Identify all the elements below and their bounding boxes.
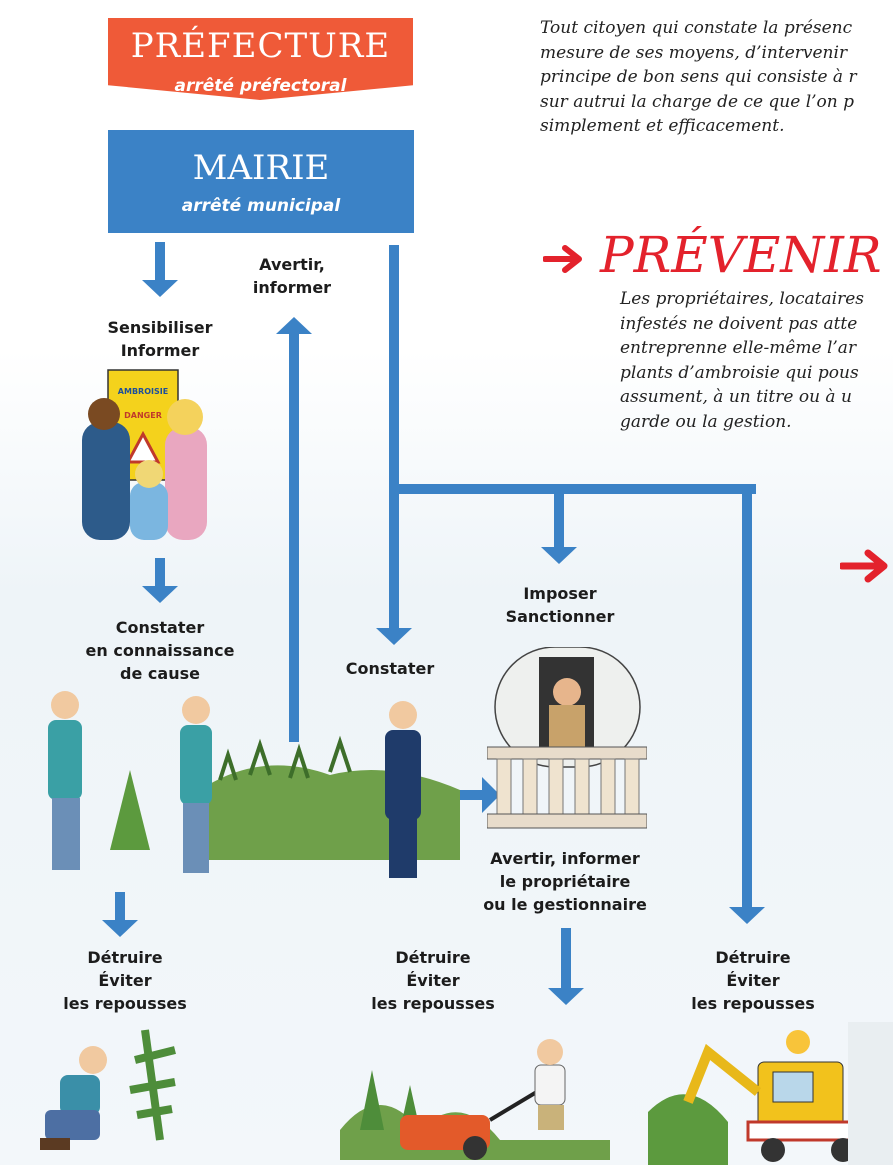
section-line: infestés ne doivent pas atte xyxy=(620,313,858,334)
label-line: le propriétaire xyxy=(499,872,631,891)
poster-word: AMBROISIE xyxy=(118,387,168,396)
arrow-shaft xyxy=(155,558,165,588)
label-line: Éviter xyxy=(726,971,780,990)
mairie-subtitle: arrêté municipal xyxy=(181,196,341,216)
gardener-illustration xyxy=(40,1029,176,1150)
section-line: Les propriétaires, locataires xyxy=(620,289,864,309)
section-line: garde ou la gestion. xyxy=(620,411,792,432)
arrow-shaft xyxy=(554,489,564,549)
arrow-head-down xyxy=(548,988,584,1005)
observers-field-illustration xyxy=(48,691,460,878)
label-line: Éviter xyxy=(98,971,152,990)
label-line: Imposer xyxy=(523,584,597,603)
arrow-head-down xyxy=(142,586,178,603)
poster-readers-illustration: AMBROISIE DANGER xyxy=(82,369,207,540)
arrow-shaft xyxy=(155,242,165,282)
prefecture-title: PRÉFECTURE xyxy=(130,26,391,66)
label-line: les repousses xyxy=(371,994,495,1013)
prefecture-subtitle: arrêté préfectoral xyxy=(174,76,347,96)
arrow-shaft xyxy=(389,245,399,630)
arrow-head-up xyxy=(276,317,312,334)
balcony-mayor-illustration xyxy=(487,647,647,829)
label-line: Éviter xyxy=(406,971,460,990)
label-avertir-informer: Avertir, informer xyxy=(232,253,352,299)
section-line: assument, à un titre ou à u xyxy=(620,387,852,407)
arrow-shaft xyxy=(742,489,752,909)
arrow-head-right xyxy=(482,777,500,813)
mairie-box xyxy=(108,130,414,233)
label-line: les repousses xyxy=(63,994,187,1013)
red-arrow-icon xyxy=(543,245,582,273)
arrow-shaft xyxy=(115,892,125,922)
label-line: Sensibiliser xyxy=(107,318,213,337)
label-sensibiliser: Sensibiliser Informer xyxy=(85,316,235,362)
arrow-head-down xyxy=(541,547,577,564)
section-paragraph: Les propriétaires, locataires infestés n… xyxy=(620,287,864,434)
prefecture-box xyxy=(108,18,413,100)
arrow-head-down xyxy=(102,920,138,937)
red-arrow-icon-2 xyxy=(840,549,888,583)
label-line: en connaissance xyxy=(85,641,235,660)
label-detruire-3: Détruire Éviter les repousses xyxy=(678,946,828,1015)
mairie-title: MAIRIE xyxy=(192,148,330,188)
label-constater-cause: Constater en connaissance de cause xyxy=(65,616,255,685)
intro-paragraph: Tout citoyen qui constate la présenc mes… xyxy=(540,16,857,139)
intro-line: simplement et efficacement. xyxy=(540,116,785,136)
label-line: informer xyxy=(252,278,332,297)
label-constater: Constater xyxy=(345,659,435,678)
label-line: de cause xyxy=(120,664,200,683)
label-line: ou le gestionnaire xyxy=(483,895,647,914)
label-line: Sanctionner xyxy=(505,607,615,626)
label-line: Informer xyxy=(120,341,200,360)
mower-illustration xyxy=(340,1039,610,1160)
label-detruire-1: Détruire Éviter les repousses xyxy=(50,946,200,1015)
poster-word: DANGER xyxy=(124,411,162,420)
intro-line: principe de bon sens qui consiste à r xyxy=(540,67,857,87)
label-line: Détruire xyxy=(715,948,791,967)
label-line: Avertir, informer xyxy=(490,849,640,868)
arrow-shaft xyxy=(289,332,299,742)
arrow-head-down xyxy=(376,628,412,645)
arrow-head-down xyxy=(729,907,765,924)
arrow-shaft xyxy=(561,928,571,990)
label-line: Avertir, xyxy=(259,255,325,274)
label-avertir-proprietaire: Avertir, informer le propriétaire ou le … xyxy=(465,847,665,916)
arrow-head-down xyxy=(142,280,178,297)
label-line: Détruire xyxy=(395,948,471,967)
intro-line: mesure de ses moyens, d’intervenir xyxy=(540,42,848,63)
label-line: les repousses xyxy=(691,994,815,1013)
label-detruire-2: Détruire Éviter les repousses xyxy=(358,946,508,1015)
intro-line: Tout citoyen qui constate la présenc xyxy=(540,18,853,38)
label-line: Constater xyxy=(115,618,205,637)
label-imposer: Imposer Sanctionner xyxy=(490,582,630,628)
label-line: Détruire xyxy=(87,948,163,967)
excavator-illustration xyxy=(648,1022,893,1165)
arrow-shaft xyxy=(444,790,484,800)
intro-line: sur autrui la charge de ce que l’on p xyxy=(540,91,855,112)
section-line: plants d’ambroisie qui pous xyxy=(620,362,859,383)
arrow-branch xyxy=(394,484,756,494)
section-line: entreprenne elle-même l’ar xyxy=(620,338,857,358)
section-heading: PRÉVENIR l xyxy=(600,226,893,284)
